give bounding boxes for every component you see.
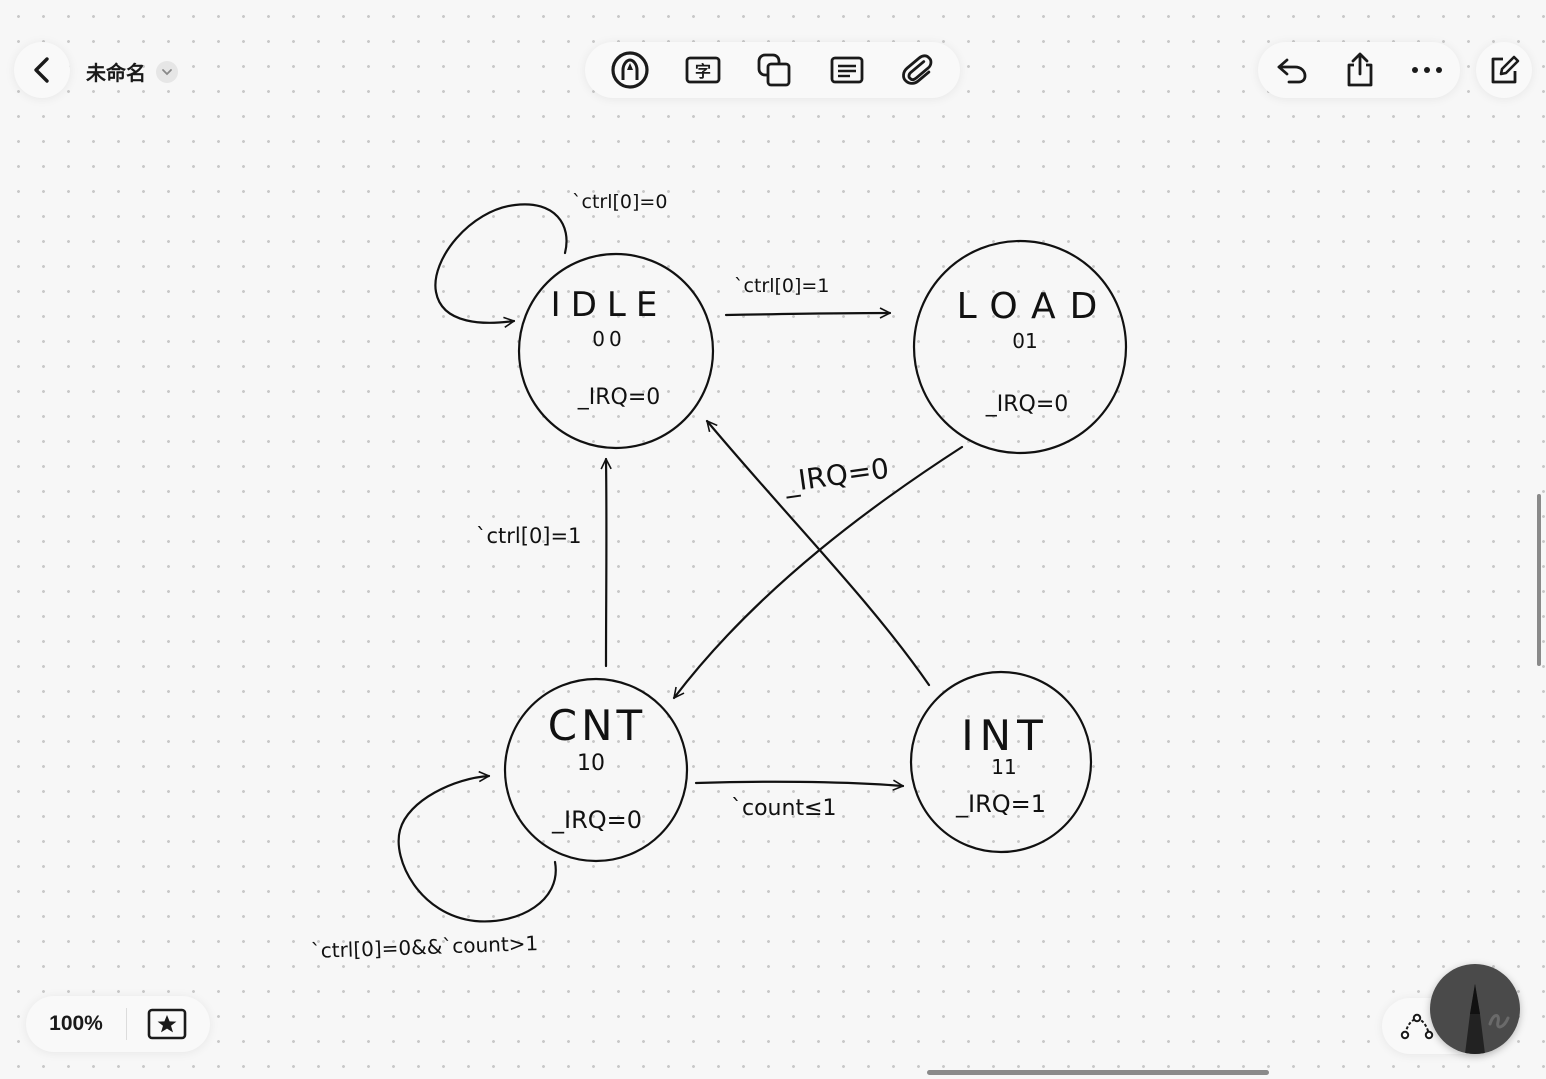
state-circle-cnt	[503, 677, 689, 863]
state-output-load: _IRQ=0	[985, 392, 1069, 417]
text-tool-glyph: 字	[695, 62, 711, 81]
sticky-note-icon[interactable]	[829, 55, 865, 85]
label-cnt-idle: `ctrl[0]=1	[476, 524, 581, 548]
transition-cnt-cnt	[397, 776, 557, 923]
state-name-load: LOAD	[957, 286, 1112, 327]
state-output-idle: _IRQ=0	[577, 385, 661, 410]
transition-idle-load	[724, 313, 892, 315]
compose-button[interactable]	[1476, 42, 1532, 98]
vertical-scrollbar[interactable]	[1537, 494, 1541, 666]
document-title-menu[interactable]: 未命名	[86, 57, 178, 86]
share-icon[interactable]	[1344, 52, 1376, 88]
undo-icon[interactable]	[1275, 55, 1309, 85]
attachment-icon[interactable]	[899, 52, 935, 88]
state-output-int: _IRQ=1	[955, 790, 1046, 818]
pen-tool-icon[interactable]	[610, 50, 650, 90]
state-code-load: 01	[1012, 329, 1037, 353]
pen-button[interactable]	[1430, 964, 1520, 1054]
label-cnt-int: `count≤1	[731, 796, 837, 821]
zoom-level[interactable]: 100%	[49, 1012, 103, 1035]
chevron-left-icon	[31, 56, 53, 84]
chevron-down-icon	[156, 60, 178, 83]
label-idle-load: `ctrl[0]=1	[734, 275, 829, 297]
transition-cnt-int	[694, 782, 903, 786]
pen-nib-icon	[1430, 964, 1520, 1054]
state-code-int: 11	[991, 755, 1016, 779]
tool-palette: 字	[585, 42, 960, 98]
horizontal-scrollbar[interactable]	[927, 1070, 1269, 1075]
zoom-control: 100%	[26, 996, 210, 1052]
state-code-idle: 00	[592, 327, 625, 351]
state-circle-idle	[517, 252, 715, 450]
text-box-icon[interactable]: 字	[684, 54, 722, 86]
action-bar	[1258, 42, 1460, 98]
label-cnt-cnt: `ctrl[0]=0&&`count>1	[310, 931, 538, 963]
label-idle-idle: `ctrl[0]=0	[572, 191, 667, 213]
state-name-idle: IDLE	[551, 285, 668, 325]
compose-icon	[1488, 54, 1520, 86]
state-circle-load	[912, 239, 1128, 455]
shape-icon[interactable]	[756, 52, 794, 88]
transition-idle-idle	[434, 203, 568, 322]
back-button[interactable]	[14, 42, 70, 98]
more-icon[interactable]	[1411, 65, 1443, 75]
transition-int-idle	[707, 421, 931, 687]
state-circle-int	[909, 670, 1093, 854]
state-name-int: INT	[961, 711, 1048, 760]
divider	[126, 1008, 127, 1040]
lasso-icon	[1400, 1011, 1434, 1041]
state-output-cnt: _IRQ=0	[551, 806, 642, 834]
label-int-idle: _IRQ=0	[781, 452, 891, 499]
star-icon[interactable]	[147, 1008, 187, 1040]
document-title: 未命名	[86, 63, 146, 85]
state-code-cnt: 10	[577, 751, 605, 776]
state-name-cnt: CNT	[548, 701, 646, 750]
